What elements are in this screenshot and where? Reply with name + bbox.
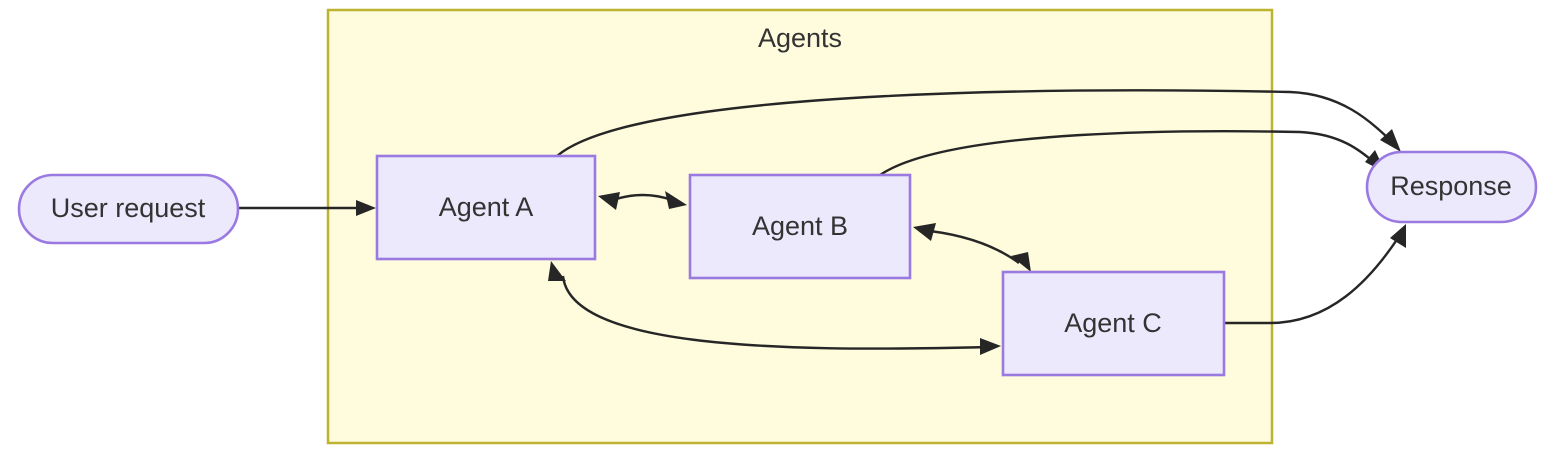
arrowhead-into-agent-a-bottom bbox=[548, 261, 566, 281]
node-agent-a[interactable]: Agent A bbox=[375, 154, 597, 261]
node-response[interactable]: Response bbox=[1365, 150, 1538, 224]
arrowhead-into-agent-a-left bbox=[356, 200, 376, 216]
arrowhead-into-response-upper bbox=[1380, 129, 1401, 152]
node-agent-c[interactable]: Agent C bbox=[1001, 270, 1226, 377]
arrowhead-into-agent-b-left bbox=[665, 191, 687, 209]
edge-agent-b-to-agent-c bbox=[913, 223, 1031, 272]
edge-agent-c-to-agent-a bbox=[548, 261, 1001, 355]
arrowhead-into-response-bottom bbox=[1390, 224, 1406, 248]
node-user-request-label: User request bbox=[51, 193, 206, 223]
node-response-shape[interactable] bbox=[1365, 150, 1538, 224]
edge-agent-a-to-agent-b bbox=[598, 191, 687, 210]
node-agent-a-label: Agent A bbox=[439, 192, 534, 222]
node-agent-c-label: Agent C bbox=[1064, 308, 1162, 338]
arrowhead-into-agent-a-right bbox=[598, 192, 620, 210]
node-agent-c-shape[interactable] bbox=[1001, 270, 1226, 377]
node-user-request-shape[interactable] bbox=[17, 173, 240, 245]
node-user-request[interactable]: User request bbox=[17, 173, 240, 245]
arrowhead-into-agent-b-right bbox=[913, 223, 936, 241]
edge-user-request-to-agent-a bbox=[238, 200, 376, 216]
subgraph-agents-label: Agents bbox=[758, 23, 842, 53]
edge-agent-a-to-response bbox=[556, 89, 1401, 157]
edge-agent-c-to-response bbox=[1224, 224, 1406, 325]
node-agent-a-shape[interactable] bbox=[375, 154, 597, 261]
node-agent-b[interactable]: Agent B bbox=[688, 173, 912, 280]
node-agent-b-label: Agent B bbox=[752, 211, 848, 241]
node-agent-b-shape[interactable] bbox=[688, 173, 912, 280]
node-response-label: Response bbox=[1390, 171, 1512, 201]
arrowhead-into-agent-c-left bbox=[980, 338, 1001, 355]
arrowhead-into-agent-c-top bbox=[1011, 252, 1031, 272]
